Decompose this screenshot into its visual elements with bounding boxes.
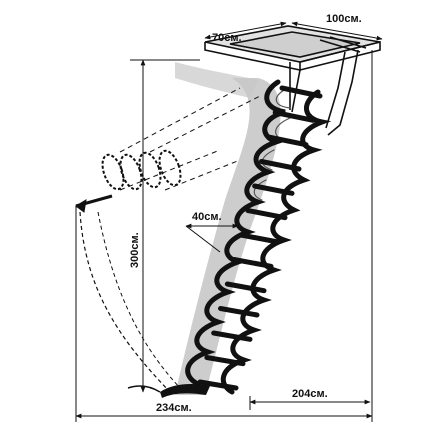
ladder-tread [211, 330, 253, 342]
ladder-tread [204, 355, 246, 367]
ladder-tread [252, 183, 295, 196]
ladder-tread [279, 85, 323, 99]
ladder-tread [259, 159, 302, 172]
folded-section [75, 87, 261, 393]
total-length-label: 234см. [156, 402, 192, 414]
step-width-label: 40см. [192, 211, 222, 223]
ladder-shadow [175, 62, 281, 395]
dimension-lines [75, 21, 383, 422]
hatch-length-label: 100см. [326, 13, 362, 25]
ladder-tread [224, 281, 267, 294]
ladder-tread [238, 232, 281, 245]
ladder-tread [197, 379, 239, 391]
ladder-tread [272, 110, 316, 123]
ladder-tread [218, 306, 260, 318]
ladder-treads [197, 85, 323, 391]
hatch-width-label: 70см. [212, 32, 242, 44]
ladder-tread [265, 134, 309, 148]
ladder-tread [231, 257, 274, 269]
height-label: 300см. [129, 232, 141, 268]
projection-label: 204см. [292, 388, 328, 400]
ladder-tread [245, 208, 288, 221]
